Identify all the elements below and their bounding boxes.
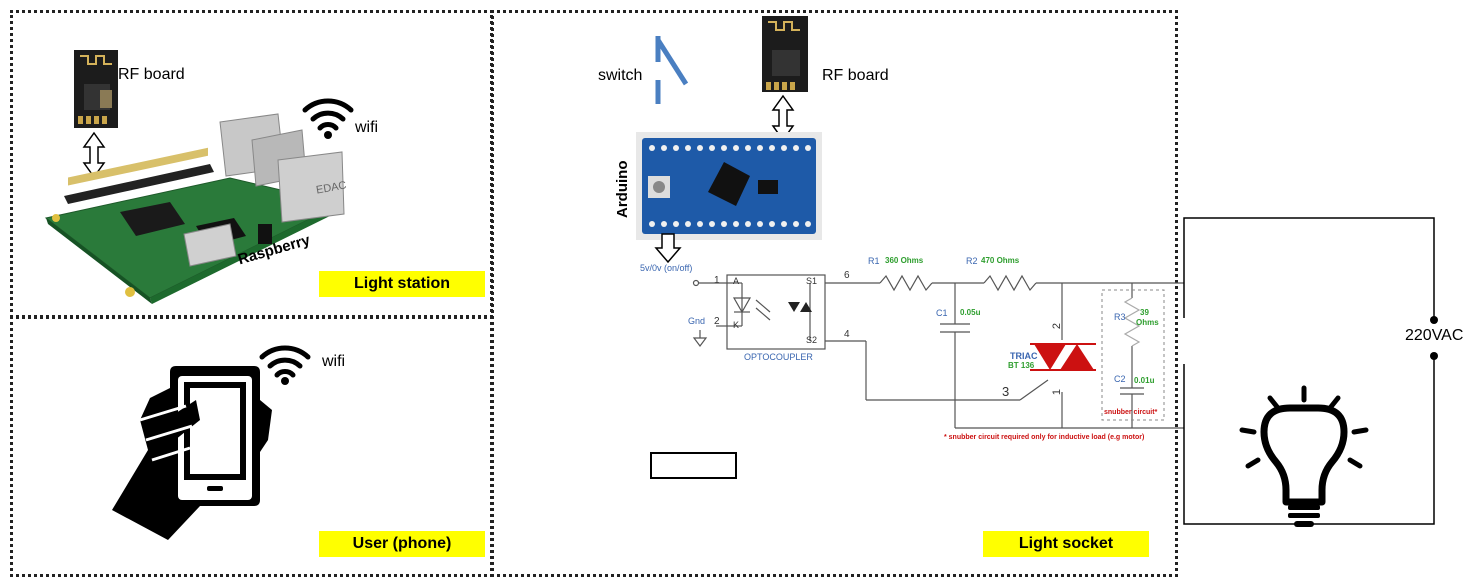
- light-bulb-icon: [1239, 385, 1369, 527]
- rf-board-socket-icon: [762, 16, 808, 92]
- user-phone-title: User (phone): [319, 531, 485, 557]
- mains-wiring: [1183, 217, 1435, 525]
- double-arrow-station-icon: [82, 131, 106, 179]
- light-socket-title: Light socket: [983, 531, 1149, 557]
- opt-k-label: K: [733, 320, 740, 330]
- voltage-label: 220VAC: [1403, 327, 1466, 345]
- opt-s2-label: S2: [806, 335, 818, 345]
- rf-board-station-icon: [74, 50, 118, 128]
- pin2-label: 2: [714, 316, 720, 327]
- triac-pin1-label: 1: [1051, 388, 1064, 396]
- rf-board-station-label: RF board: [118, 66, 185, 83]
- c1-value: 0.05u: [960, 308, 981, 317]
- pin6-label: 6: [844, 270, 850, 281]
- snubber-footnote: * snubber circuit required only for indu…: [944, 434, 1145, 441]
- terminal-top-icon: [1430, 316, 1438, 324]
- pin4-label: 4: [844, 329, 850, 340]
- wifi-station-label: wifi: [355, 119, 379, 136]
- c2-name: C2: [1114, 374, 1126, 384]
- wifi-station-dot-icon: [324, 131, 332, 139]
- empty-rectangle: [650, 452, 737, 479]
- light-station-title: Light station: [319, 271, 485, 297]
- pin1-label: 1: [714, 275, 720, 286]
- r3-resistor-symbol: [1123, 297, 1141, 347]
- triac-name: TRIAC: [1010, 351, 1038, 361]
- opt-s1-label: S1: [806, 276, 818, 286]
- r3-value-b: Ohms: [1136, 318, 1159, 327]
- wifi-station-icon: [302, 98, 354, 131]
- switch-symbol-icon: [655, 36, 689, 104]
- snubber-label: snubber circuit*: [1104, 409, 1158, 416]
- triac-symbol-icon: [1030, 343, 1096, 371]
- opto-triac-icon: [788, 302, 812, 312]
- hand-holding-phone-icon: [112, 366, 272, 540]
- light-socket-panel: [491, 10, 1178, 577]
- down-arrow-arduino-icon: [654, 233, 682, 264]
- terminal-bottom-icon: [1430, 352, 1438, 360]
- r2-name: R2: [966, 256, 978, 266]
- gnd-label: Gnd: [688, 316, 706, 326]
- r1-name: R1: [868, 256, 880, 266]
- r3-value-a: 39: [1140, 308, 1149, 317]
- r3-name: R3: [1114, 312, 1126, 322]
- optocoupler-label: OPTOCOUPLER: [744, 352, 813, 362]
- opt-a-label: A: [733, 276, 740, 286]
- c2-value: 0.01u: [1134, 376, 1155, 385]
- wifi-phone-label: wifi: [322, 353, 346, 370]
- schematic-wiring: [692, 274, 1184, 429]
- snubber-box: [1101, 289, 1165, 421]
- r2-value: 470 Ohms: [981, 256, 1020, 265]
- switch-label: switch: [598, 67, 643, 84]
- c1-name: C1: [936, 308, 948, 318]
- wifi-phone-dot-icon: [281, 377, 289, 385]
- rf-board-socket-label: RF board: [822, 67, 889, 84]
- wifi-phone-icon: [259, 345, 311, 378]
- r1-value: 360 Ohms: [885, 256, 924, 265]
- triac-pin3-label: 3: [1002, 384, 1010, 399]
- arduino-board-icon: [636, 132, 822, 240]
- raspberry-pi-board-icon: [44, 113, 345, 304]
- triac-pin2-label: 2: [1051, 322, 1064, 330]
- arduino-label: Arduino: [614, 160, 631, 219]
- triac-part: BT 136: [1008, 361, 1035, 370]
- signal-label: 5v/0v (on/off): [640, 263, 693, 273]
